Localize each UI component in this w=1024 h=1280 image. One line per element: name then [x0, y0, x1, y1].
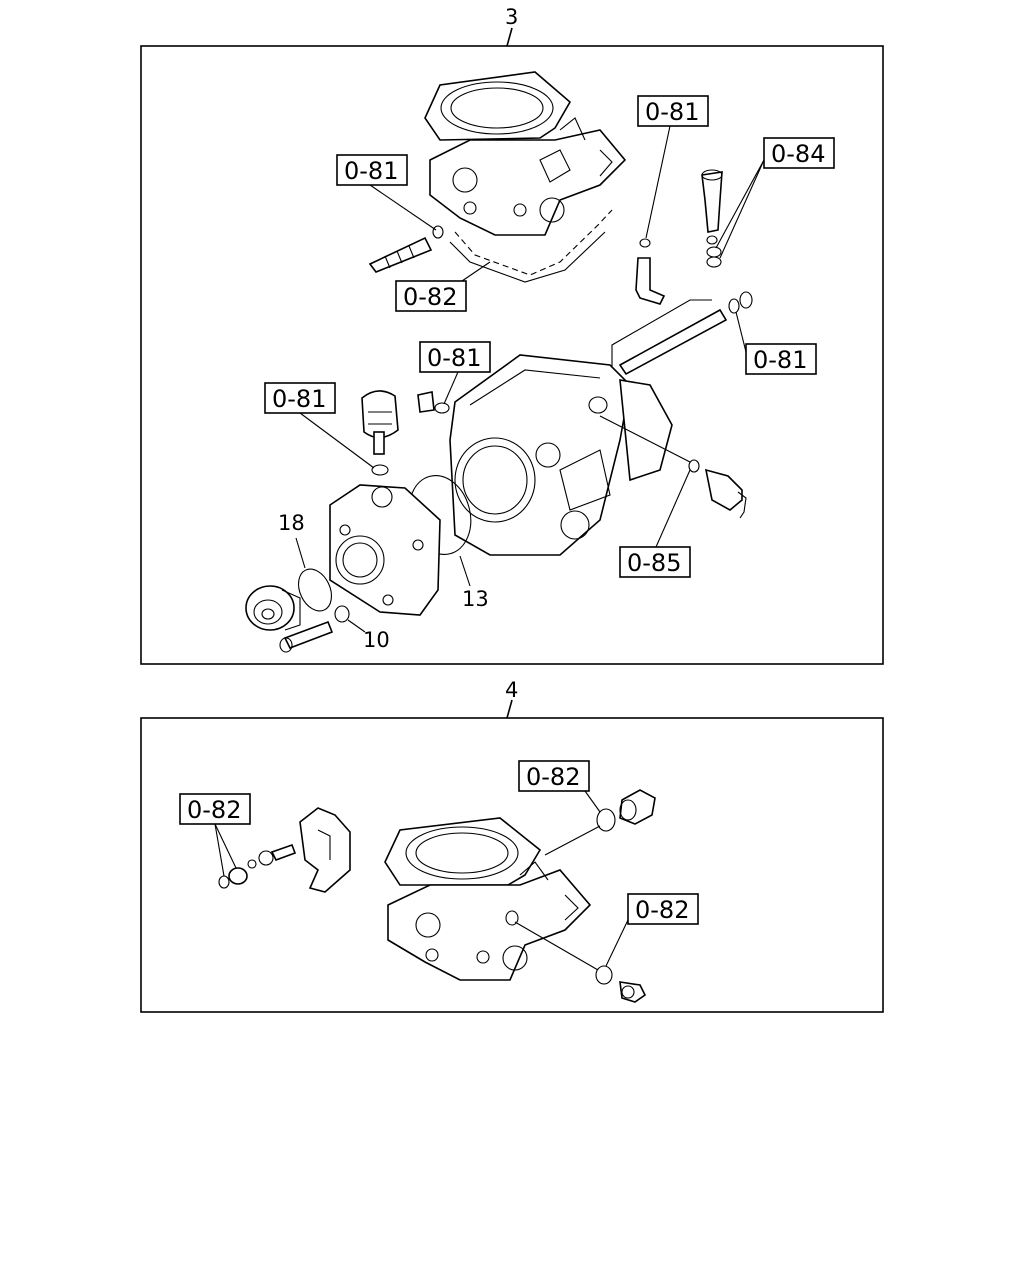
- panel-3: 3 0-81: [140, 5, 884, 665]
- svg-text:0-82: 0-82: [187, 796, 241, 824]
- callout-0-81-b: 0-81: [635, 95, 709, 305]
- svg-text:0-81: 0-81: [645, 98, 699, 126]
- bracket-assembly: [218, 807, 351, 893]
- lower-housing: [384, 817, 592, 981]
- panel-4: 4 0-82: [140, 678, 884, 1013]
- round-cap: [245, 585, 301, 631]
- panel-3-frame: [140, 45, 884, 665]
- panel-4-number: 4: [505, 678, 518, 702]
- callout-0-82-bottom-top: 0-82: [518, 760, 656, 856]
- callout-0-81-a: 0-81: [336, 154, 437, 231]
- threaded-pin: [368, 225, 444, 273]
- svg-text:0-81: 0-81: [753, 346, 807, 374]
- callout-0-81-c: 0-81: [735, 311, 817, 375]
- o-ring-13: 13: [408, 475, 489, 611]
- svg-text:0-84: 0-84: [771, 140, 825, 168]
- svg-text:0-82: 0-82: [403, 283, 457, 311]
- svg-text:0-82: 0-82: [526, 763, 580, 791]
- svg-text:0-81: 0-81: [344, 157, 398, 185]
- upper-housing: [424, 71, 627, 283]
- callout-0-81-e: 0-81: [264, 382, 375, 469]
- part-number-13: 13: [462, 587, 489, 611]
- sensor-0-85: 0-85: [599, 415, 747, 578]
- panel-3-number: 3: [505, 5, 518, 29]
- panel-4-frame: [140, 717, 884, 1013]
- svg-text:0-85: 0-85: [627, 549, 681, 577]
- svg-text:0-81: 0-81: [427, 344, 481, 372]
- part-number-10: 10: [363, 628, 390, 652]
- cover-plate: [329, 484, 441, 616]
- callout-0-82-bottom-right: 0-82: [514, 893, 699, 1003]
- svg-text:0-82: 0-82: [635, 896, 689, 924]
- svg-text:0-81: 0-81: [272, 385, 326, 413]
- plunger-part: [361, 390, 399, 476]
- callout-0-81-d: 0-81: [419, 341, 491, 405]
- part-number-18: 18: [278, 511, 305, 535]
- callout-0-84: 0-84: [701, 137, 835, 268]
- callout-0-82-bottom-left: 0-82: [179, 793, 251, 877]
- bolt-washer-10: 10: [279, 605, 390, 653]
- callout-0-82-a: 0-82: [395, 261, 491, 312]
- long-shaft: [611, 291, 753, 376]
- o-ring-18: 18: [278, 511, 333, 612]
- throttle-body: [417, 354, 673, 556]
